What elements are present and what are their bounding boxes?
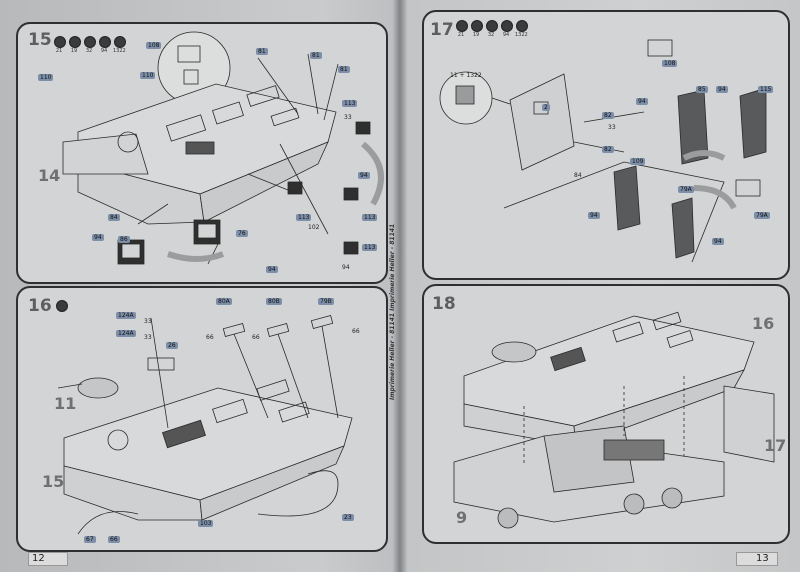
part-tag: 23 [342,514,354,521]
part-tag: 94 [716,86,728,93]
part-tag: 94 [266,266,278,273]
part-tag: 82 [602,112,614,119]
sub-assembly-label: 16 [752,314,775,333]
part-number: 33 [344,114,352,121]
right-page: 17 21 19 32 94 1322 [400,0,800,572]
part-number: 66 [352,328,360,335]
paint-pots [56,300,68,312]
part-number: 33 [144,334,152,341]
part-number: 66 [252,334,260,341]
panel-step-18: 18 [422,284,790,544]
page-number-box [28,552,68,566]
sub-assembly-label: 9 [456,508,468,527]
paint-codes: 21 19 32 94 1322 [55,48,126,54]
step-number: 16 [28,296,52,316]
paint-pot-icon [56,300,68,312]
sub-assembly-label: 14 [38,166,61,185]
part-tag: 67 [84,536,96,543]
part-number: 33 [144,318,152,325]
part-tag: 124A [116,330,136,337]
part-tag: 103 [198,520,214,527]
paint-pot-icon [471,20,483,32]
book-gutter [393,0,407,572]
paint-pots [456,20,528,32]
page-number: 12 [32,553,45,564]
part-tag: 84 [108,214,120,221]
part-tag: 80A [216,298,232,305]
part-number: 66 [206,334,214,341]
part-tag: 94 [358,172,370,179]
sub-assembly-label: 15 [42,472,65,491]
part-tag: 81 [310,52,322,59]
panel-step-15: 15 21 19 32 94 1322 [16,22,388,284]
part-tag: 79A [754,212,770,219]
part-tag: 94 [92,234,104,241]
part-tag: 113 [362,214,378,221]
step-number: 17 [430,20,454,40]
paint-pots [54,36,126,48]
part-tag: 110 [140,72,156,79]
part-tag: 113 [362,244,378,251]
assembly-drawing [62,31,384,265]
sub-assembly-label: 17 [764,436,787,455]
paint-pot-icon [54,36,66,48]
left-page: 15 21 19 32 94 1322 [16,22,388,566]
panel-step-16: 16 [16,286,388,552]
part-tag: 26 [166,342,178,349]
paint-pot-icon [69,36,81,48]
part-number: 94 [342,264,350,271]
part-number: 84 [574,172,582,179]
detail-label: 11 + 1322 [450,72,482,79]
part-tag: 108 [662,60,678,67]
part-tag: 94 [588,212,600,219]
part-tag: 94 [712,238,724,245]
part-tag: 2 [542,104,550,111]
part-tag: 113 [296,214,312,221]
step-number: 18 [432,294,456,314]
sub-assembly-label: 11 [54,394,77,413]
part-tag: 81 [256,48,268,55]
assembly-drawing [453,311,775,529]
paint-pot-icon [516,20,528,32]
part-number: 33 [608,124,616,131]
part-tag: 80B [266,298,282,305]
part-number: 102 [308,224,320,231]
paint-pot-icon [456,20,468,32]
page-number: 13 [756,553,769,564]
part-tag: 81 [338,66,350,73]
part-tag: 94 [636,98,648,105]
part-tag: 113 [342,100,358,107]
paint-pot-icon [486,20,498,32]
part-tag: 108 [146,42,162,49]
paint-pot-icon [84,36,96,48]
part-tag: 82 [602,146,614,153]
part-tag: 124A [116,312,136,319]
part-tag: 115 [758,86,774,93]
part-tag: 66 [108,536,120,543]
part-tag: 85 [696,86,708,93]
step-number: 15 [28,30,52,50]
assembly-drawing [439,39,767,263]
panel-step-17: 17 21 19 32 94 1322 [422,10,790,280]
part-tag: 76 [236,230,248,237]
paint-pot-icon [501,20,513,32]
assembly-drawing [57,315,353,535]
paint-pot-icon [99,36,111,48]
part-tag: 86 [118,236,130,243]
printer-imprint: Imprimerie Heller - 81141 Imprimerie Hel… [389,223,396,400]
paint-pot-icon [114,36,126,48]
part-tag: 79A [678,186,694,193]
part-tag: 109 [630,158,646,165]
paint-codes: 21 19 32 94 1322 [457,32,528,38]
part-tag: 79B [318,298,334,305]
part-tag: 110 [38,74,54,81]
page-number-box [736,552,778,566]
